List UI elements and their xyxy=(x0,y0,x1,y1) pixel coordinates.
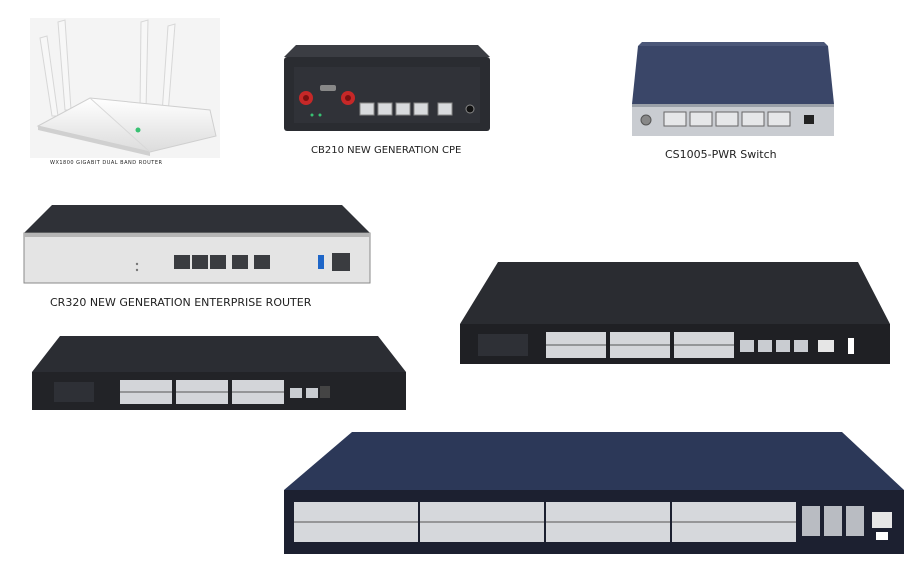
product-caption: CB210 NEW GENERATION CPE xyxy=(311,145,462,156)
product-cs1005 xyxy=(628,42,838,138)
cpe-device-icon xyxy=(284,45,490,131)
rack-router-icon xyxy=(23,205,371,284)
rack-switch-icon xyxy=(32,336,406,410)
product-switch24b xyxy=(458,262,892,366)
product-caption: WX1800 GIGABIT DUAL BAND ROUTER xyxy=(50,160,163,166)
wifi-router-icon xyxy=(30,18,220,158)
product-switch24a xyxy=(30,336,408,412)
rack-switch-icon xyxy=(284,432,904,554)
desktop-switch-icon xyxy=(632,42,834,136)
product-cr320 xyxy=(22,205,372,285)
product-caption: CR320 NEW GENERATION ENTERPRISE ROUTER xyxy=(50,296,312,309)
product-cb210 xyxy=(282,45,492,133)
product-switch48 xyxy=(282,432,906,556)
product-wx1800 xyxy=(30,18,220,158)
product-caption: CS1005-PWR Switch xyxy=(665,148,777,161)
rack-switch-icon xyxy=(460,262,890,364)
